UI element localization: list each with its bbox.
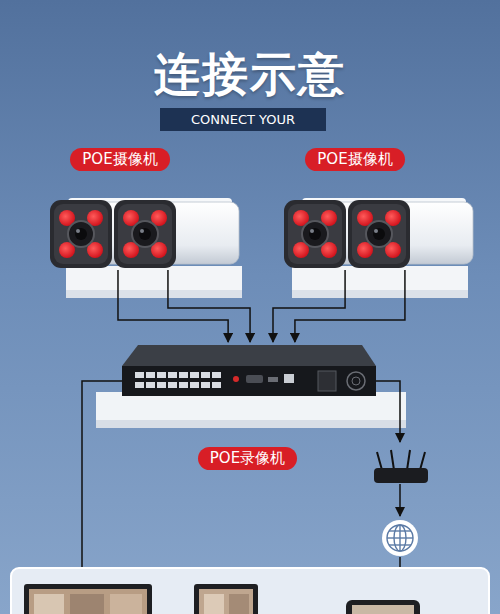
nvr-icon xyxy=(168,372,177,378)
bottom-panel xyxy=(204,594,224,614)
device-group: POE摄像机 xyxy=(282,148,428,270)
camera-platform xyxy=(66,266,468,298)
nvr-icon xyxy=(135,382,144,388)
globe-icon xyxy=(387,525,413,551)
subtitle-bar: CONNECT YOUR xyxy=(160,108,326,131)
bottom-panel xyxy=(29,589,147,614)
connector-line xyxy=(118,270,228,342)
bottom-panel xyxy=(199,589,253,614)
nvr-platform xyxy=(96,392,406,428)
nvr-icon xyxy=(268,377,278,382)
nvr-icon xyxy=(122,345,376,396)
router-icon xyxy=(420,452,425,470)
nvr-icon xyxy=(233,376,239,382)
nvr-icon xyxy=(212,372,221,378)
nvr-icon xyxy=(168,382,177,388)
connector xyxy=(118,270,250,342)
connector-line xyxy=(273,270,345,342)
nvr-icon xyxy=(122,366,376,396)
globe-icon xyxy=(389,544,411,545)
bottom-panel xyxy=(24,584,152,614)
bottom-panel xyxy=(11,568,489,614)
network-wire xyxy=(399,484,401,516)
bottom-panel xyxy=(194,584,258,614)
camera-platform xyxy=(66,290,242,298)
camera-platform xyxy=(292,266,468,298)
router-icon xyxy=(377,452,382,470)
nvr-platform xyxy=(96,420,406,428)
connector-line xyxy=(295,270,405,342)
globe-icon xyxy=(387,537,413,538)
nvr-icon xyxy=(201,382,210,388)
nvr-icon xyxy=(246,375,263,383)
nvr-icon xyxy=(352,377,360,385)
connector xyxy=(273,270,405,342)
nvr-icon xyxy=(347,372,365,390)
device-group: POE录像机 xyxy=(120,342,375,470)
device-label: POE摄像机 xyxy=(305,148,404,171)
nvr-icon xyxy=(212,382,221,388)
globe-icon xyxy=(382,520,418,556)
bottom-panel xyxy=(352,605,414,614)
globe-icon xyxy=(387,525,413,551)
nvr-icon xyxy=(135,372,221,388)
network-wire xyxy=(82,381,122,578)
nvr-icon xyxy=(157,372,166,378)
camera-icon xyxy=(50,198,473,268)
nvr-icon xyxy=(157,382,166,388)
globe-icon xyxy=(389,530,411,531)
bottom-panel xyxy=(34,594,64,614)
device-label: POE摄像机 xyxy=(70,148,169,171)
nvr-icon xyxy=(122,345,376,366)
network-wire xyxy=(82,381,400,594)
camera-platform xyxy=(292,290,468,298)
diagram-title: 连接示意 xyxy=(0,44,500,106)
nvr-icon xyxy=(284,374,294,383)
camera-icon xyxy=(348,198,473,268)
nvr-icon xyxy=(146,382,155,388)
nvr-platform xyxy=(96,392,406,428)
nvr-icon xyxy=(190,382,199,388)
nvr-icon xyxy=(318,371,336,391)
router-icon xyxy=(407,450,410,470)
globe-icon xyxy=(382,520,418,556)
bottom-panel xyxy=(110,594,142,614)
device-label: POE录像机 xyxy=(198,447,297,470)
bottom-panel xyxy=(229,594,249,614)
connector-line xyxy=(168,270,250,342)
router-icon xyxy=(377,450,425,470)
router-icon xyxy=(391,450,394,470)
nvr-icon xyxy=(146,372,155,378)
camera-icon xyxy=(114,198,239,268)
device-group: POE摄像机 xyxy=(48,148,192,270)
subtitle-text: CONNECT YOUR xyxy=(191,112,295,127)
bottom-panel xyxy=(70,594,104,614)
camera-platform xyxy=(66,266,242,298)
router-icon xyxy=(374,450,428,483)
bottom-panel xyxy=(346,600,420,614)
nvr-icon xyxy=(179,382,188,388)
router-icon xyxy=(374,468,428,483)
network-wire xyxy=(376,381,400,442)
nvr-icon xyxy=(201,372,210,378)
nvr-icon xyxy=(135,372,144,378)
nvr-icon xyxy=(179,372,188,378)
nvr-icon xyxy=(190,372,199,378)
